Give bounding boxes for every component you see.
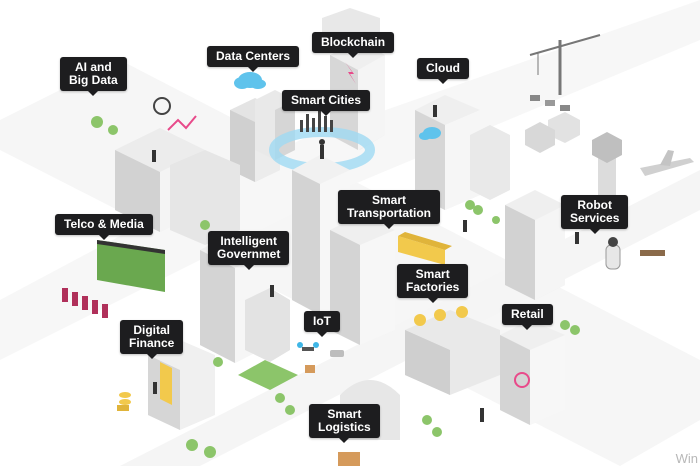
data-center-building [230, 72, 295, 182]
coin-stack-icon [117, 392, 131, 411]
label-cloud: Cloud [417, 58, 469, 84]
retail-store [500, 320, 565, 425]
label-data-centers: Data Centers [207, 46, 300, 72]
bar-chart-icon [300, 110, 333, 132]
label-intelligent-government: Intelligent Governmet [208, 231, 290, 270]
shopping-cart-icon [514, 372, 530, 388]
robot-services-building [505, 190, 665, 300]
stadium-seating [62, 288, 108, 318]
label-iot: IoT [304, 311, 340, 337]
bus-icon [398, 232, 452, 265]
label-retail: Retail [502, 304, 553, 330]
control-tower [592, 132, 622, 205]
small-park [238, 360, 298, 390]
construction-crane [529, 34, 601, 95]
ai-sign-icon [153, 97, 197, 131]
robot-arm-icon [414, 306, 468, 326]
label-blockchain: Blockchain [312, 32, 395, 58]
bank-building [117, 340, 215, 430]
iot-drone [297, 342, 319, 373]
parking-area [525, 95, 580, 153]
transportation-building [330, 215, 395, 345]
trees [91, 116, 580, 458]
label-smart-cities: Smart Cities [282, 90, 371, 116]
cctv-camera-icon [330, 350, 344, 357]
person-figure [319, 139, 325, 159]
cloud-icon [419, 127, 441, 140]
label-digital-finance: Digital Finance [120, 320, 184, 359]
robot-icon [605, 237, 621, 270]
label-smart-logistics: Smart Logistics [309, 404, 380, 443]
factory-area [405, 306, 500, 395]
label-smart-transportation: Smart Transportation [338, 190, 441, 229]
bench-icon [640, 250, 665, 256]
label-telco-media: Telco & Media [55, 214, 153, 240]
ai-big-data-building [115, 97, 240, 245]
telco-media-billboard [62, 240, 165, 318]
cloud-building [415, 95, 510, 210]
people-figures [152, 105, 579, 422]
watermark-text: Win [675, 451, 698, 466]
label-robot-services: Robot Services [561, 195, 629, 234]
cloud-icon [234, 72, 266, 89]
blockchain-icon [345, 62, 356, 84]
airplane-icon [640, 150, 694, 176]
label-smart-factories: Smart Factories [397, 264, 469, 303]
label-ai-big-data: AI and Big Data [60, 57, 127, 96]
